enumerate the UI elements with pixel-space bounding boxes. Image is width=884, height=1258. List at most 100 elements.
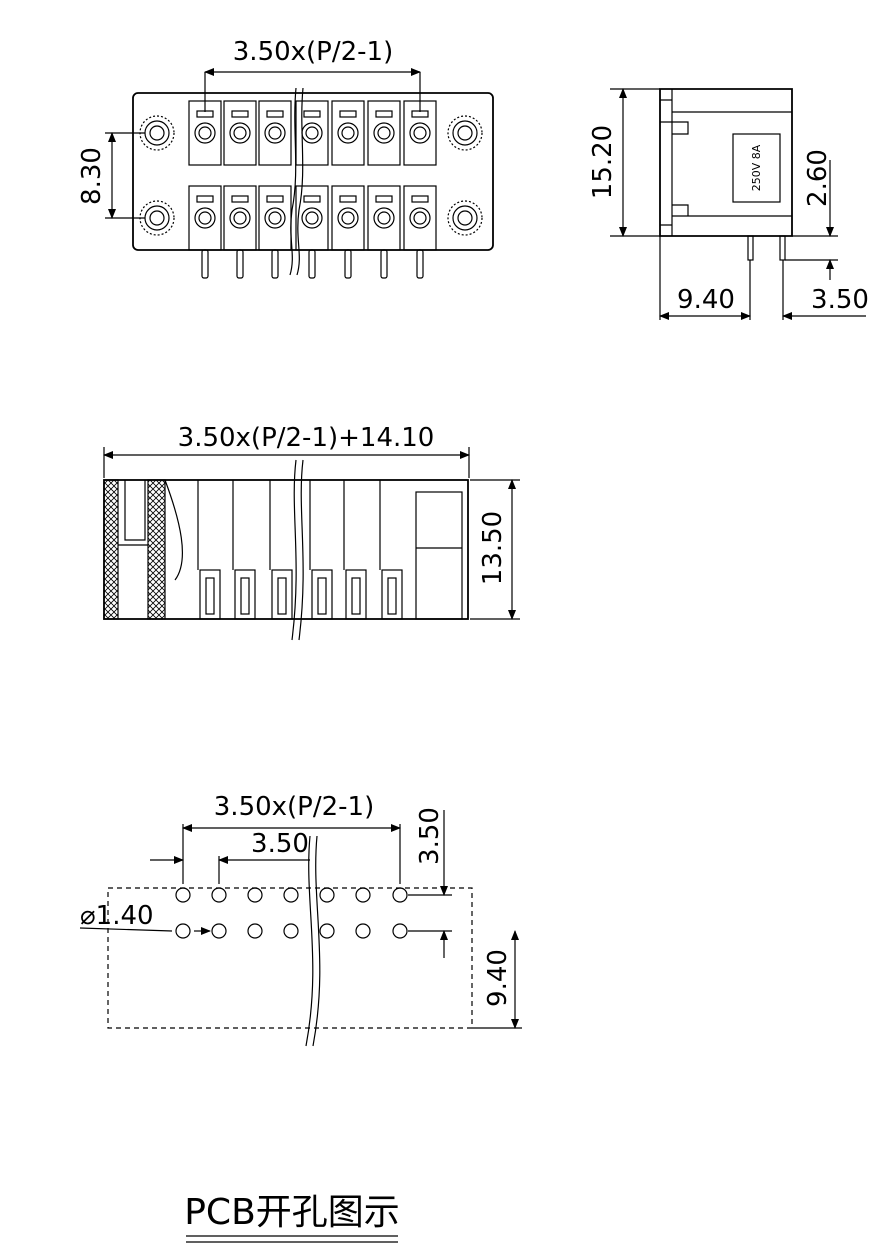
front-screw-outer-0-3 <box>301 122 323 144</box>
front-cell-0-2 <box>258 100 292 166</box>
pcb-pitch-label: 3.50 <box>251 829 309 859</box>
front-cell-0-6 <box>403 100 437 166</box>
front-pin-4 <box>344 249 352 279</box>
front-break-line-2 <box>296 87 304 276</box>
front-screw-inner-0-4 <box>341 126 355 140</box>
mount-boss-top-right <box>447 115 483 151</box>
front-screw-outer-0-6 <box>409 122 431 144</box>
pcb-diameter-label: ⌀1.40 <box>80 901 154 931</box>
front-screw-inner-0-6 <box>413 126 427 140</box>
pcb-row-label: 3.50 <box>415 807 445 865</box>
front-cell-slot-0-0 <box>196 110 214 118</box>
top-contact-inner-3 <box>317 577 327 615</box>
mount-boss-top-left <box>139 115 175 151</box>
front-screw-outer-1-6 <box>409 207 431 229</box>
front-cell-slot-0-4 <box>339 110 357 118</box>
side-height-label: 15.20 <box>588 125 618 199</box>
front-screw-outer-1-3 <box>301 207 323 229</box>
rating-label: 250V 8A <box>750 144 763 191</box>
top-hatch-left <box>103 479 119 620</box>
top-latch <box>415 491 463 620</box>
front-screw-inner-1-3 <box>305 211 319 225</box>
front-screw-inner-1-6 <box>413 211 427 225</box>
top-end-detail <box>118 479 184 581</box>
pcb-caption: PCB开孔图示 <box>184 1192 400 1233</box>
front-screw-outer-1-4 <box>337 207 359 229</box>
side-housing <box>659 88 793 237</box>
side-view: 250V 8A 15.20 2.60 9.40 3.50 <box>588 88 869 320</box>
pcb-outline <box>107 887 473 1029</box>
pcb-span-label: 3.50x(P/2-1) <box>214 792 374 822</box>
pcb-break-line-1 <box>305 835 314 1047</box>
front-cell-slot-0-1 <box>231 110 249 118</box>
front-terminal-cells <box>188 100 437 279</box>
front-span-label: 3.50x(P/2-1) <box>233 37 393 67</box>
front-break-line-1 <box>289 87 297 276</box>
top-contact-inner-2 <box>277 577 287 615</box>
pcb-hole-1-3 <box>283 923 299 939</box>
front-screw-inner-0-5 <box>377 126 391 140</box>
front-screw-outer-0-2 <box>264 122 286 144</box>
top-len-label: 3.50x(P/2-1)+14.10 <box>178 423 435 453</box>
top-contact-3 <box>311 569 333 620</box>
front-cell-0-5 <box>367 100 401 166</box>
side-pin-front <box>747 235 754 261</box>
front-cell-0-4 <box>331 100 365 166</box>
front-pin-6 <box>416 249 424 279</box>
pcb-hole-0-4 <box>319 887 335 903</box>
front-screw-outer-0-4 <box>337 122 359 144</box>
front-pin-5 <box>380 249 388 279</box>
pcb-hole-1-0 <box>175 923 191 939</box>
front-screw-inner-0-1 <box>233 126 247 140</box>
front-screw-inner-1-4 <box>341 211 355 225</box>
front-cell-0-0 <box>188 100 222 166</box>
top-contact-4 <box>345 569 367 620</box>
front-screw-outer-0-0 <box>194 122 216 144</box>
top-contact-2 <box>271 569 293 620</box>
front-screw-outer-0-1 <box>229 122 251 144</box>
front-pin-2 <box>271 249 279 279</box>
mount-boss-bottom-left <box>139 200 175 236</box>
front-screw-inner-1-2 <box>268 211 282 225</box>
top-view: 3.50x(P/2-1)+14.10 13.50 <box>103 423 520 641</box>
pcb-holes <box>175 887 408 939</box>
pcb-hole-0-1 <box>211 887 227 903</box>
pcb-hole-0-0 <box>175 887 191 903</box>
front-screw-outer-0-5 <box>373 122 395 144</box>
pcb-hole-1-2 <box>247 923 263 939</box>
top-break-line-1 <box>291 459 297 641</box>
front-cell-slot-1-5 <box>375 195 393 203</box>
front-pin-3 <box>308 249 316 279</box>
pcb-hole-1-4 <box>319 923 335 939</box>
front-cell-slot-1-3 <box>303 195 321 203</box>
front-cell-0-3 <box>295 100 329 166</box>
front-cell-slot-0-5 <box>375 110 393 118</box>
front-cell-slot-0-3 <box>303 110 321 118</box>
top-contact-inner-5 <box>387 577 397 615</box>
front-screw-outer-1-0 <box>194 207 216 229</box>
front-screw-outer-1-5 <box>373 207 395 229</box>
rating-label-box <box>732 133 781 203</box>
pcb-diameter-leader <box>79 927 173 932</box>
front-screw-inner-0-0 <box>198 126 212 140</box>
front-cell-slot-1-6 <box>411 195 429 203</box>
pcb-hole-0-2 <box>247 887 263 903</box>
front-screw-inner-0-3 <box>305 126 319 140</box>
front-screw-inner-1-0 <box>198 211 212 225</box>
depth-label: 9.40 <box>677 285 735 315</box>
front-view: 3.50x(P/2-1) 8.30 <box>77 37 494 279</box>
mount-boss-bottom-right <box>447 200 483 236</box>
pin-offset-label: 2.60 <box>803 149 833 207</box>
pcb-hole-0-6 <box>392 887 408 903</box>
top-break-line-2 <box>298 459 304 641</box>
pcb-break-line-2 <box>312 835 321 1047</box>
side-housing-detail <box>660 89 792 236</box>
front-pin-0 <box>201 249 209 279</box>
top-contact-1 <box>234 569 256 620</box>
pcb-layout: 3.50x(P/2-1) 3.50 ⌀1.40 3.50 9.40 <box>79 792 522 1047</box>
top-contact-inner-0 <box>205 577 215 615</box>
front-cell-slot-1-0 <box>196 195 214 203</box>
top-height-label: 13.50 <box>478 511 508 585</box>
top-hatch-mid <box>147 479 166 620</box>
